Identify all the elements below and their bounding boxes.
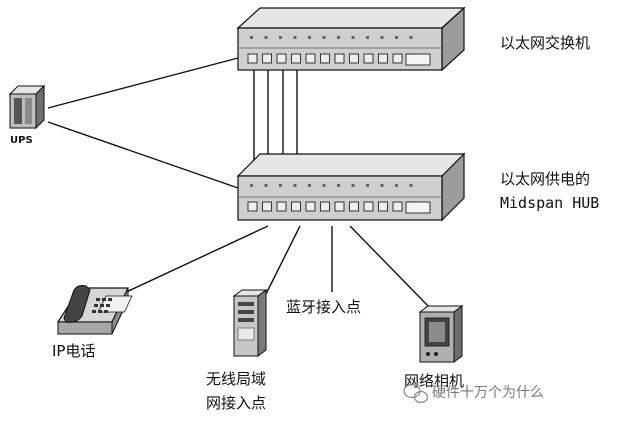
- hub-led: [337, 184, 340, 187]
- link-hub-wlan: [263, 225, 301, 299]
- hub-port: [247, 201, 258, 212]
- wlan-label-line2: 网接入点: [206, 394, 266, 412]
- switch-port: [247, 53, 258, 64]
- switch-port: [291, 53, 301, 64]
- switch-led: [264, 36, 268, 39]
- switch-led: [366, 36, 369, 39]
- link-hub-phone: [121, 225, 269, 295]
- switch-icon: [236, 6, 466, 72]
- switch-port: [320, 53, 330, 64]
- switch-port: [305, 53, 316, 64]
- switch-ports: [247, 36, 431, 66]
- ups-label: UPS: [10, 135, 33, 146]
- hub-icon: [236, 152, 466, 222]
- hub-led: [250, 184, 253, 187]
- wireless-access-point-icon: [232, 289, 268, 357]
- switch-led: [250, 36, 253, 39]
- hub-led: [279, 184, 282, 187]
- hub-port: [276, 201, 287, 212]
- hub-led: [366, 184, 369, 187]
- hub-port: [305, 201, 316, 212]
- switch-port: [262, 53, 272, 64]
- hub-led: [308, 184, 311, 187]
- hub-console-port: [405, 201, 431, 214]
- switch-led: [380, 36, 384, 39]
- hub-port: [392, 201, 403, 212]
- hub-port: [363, 201, 374, 212]
- wlan-label-line1: 无线局域: [206, 370, 266, 388]
- switch-led: [293, 36, 297, 39]
- ups-icon: [8, 84, 46, 130]
- link-ups-switch: [47, 57, 239, 109]
- hub-led: [380, 184, 384, 187]
- link-hub-camera: [349, 225, 433, 311]
- hub-port: [334, 201, 345, 212]
- link-ups-hub: [47, 121, 239, 189]
- switch-port: [349, 53, 359, 64]
- switch-led: [279, 36, 282, 39]
- switch-port: [392, 53, 403, 64]
- switch-port: [276, 53, 287, 64]
- switch-led: [409, 36, 413, 39]
- switch-led: [308, 36, 311, 39]
- hub-led: [395, 184, 398, 187]
- switch-led: [337, 36, 340, 39]
- camera-label: 网络相机: [404, 372, 464, 390]
- hub-port: [349, 201, 359, 212]
- watermark-text: 硬件十万个为什么: [432, 385, 544, 401]
- switch-led: [351, 36, 355, 39]
- hub-port: [378, 201, 388, 212]
- hub-label-line1: 以太网供电的: [500, 170, 590, 188]
- wechat-icon: [403, 383, 429, 404]
- network-camera-icon: [418, 305, 464, 363]
- hub-led: [351, 184, 355, 187]
- hub-led: [322, 184, 326, 187]
- hub-port: [320, 201, 330, 212]
- switch-console-port: [405, 53, 431, 66]
- hub-label-line2: Midspan HUB: [500, 194, 599, 212]
- hub-port: [291, 201, 301, 212]
- switch-port: [378, 53, 388, 64]
- connection-lines: [47, 57, 433, 311]
- switch-led: [395, 36, 398, 39]
- switch-port: [363, 53, 374, 64]
- phone-icon: [56, 285, 133, 335]
- switch-label: 以太网交换机: [500, 34, 590, 52]
- bluetooth-label: 蓝牙接入点: [286, 298, 361, 316]
- hub-led: [409, 184, 413, 187]
- switch-led: [322, 36, 326, 39]
- hub-ports: [247, 184, 431, 214]
- hub-led: [293, 184, 297, 187]
- ip-phone-label: IP电话: [52, 342, 95, 360]
- hub-led: [264, 184, 268, 187]
- switch-port: [334, 53, 345, 64]
- hub-port: [262, 201, 272, 212]
